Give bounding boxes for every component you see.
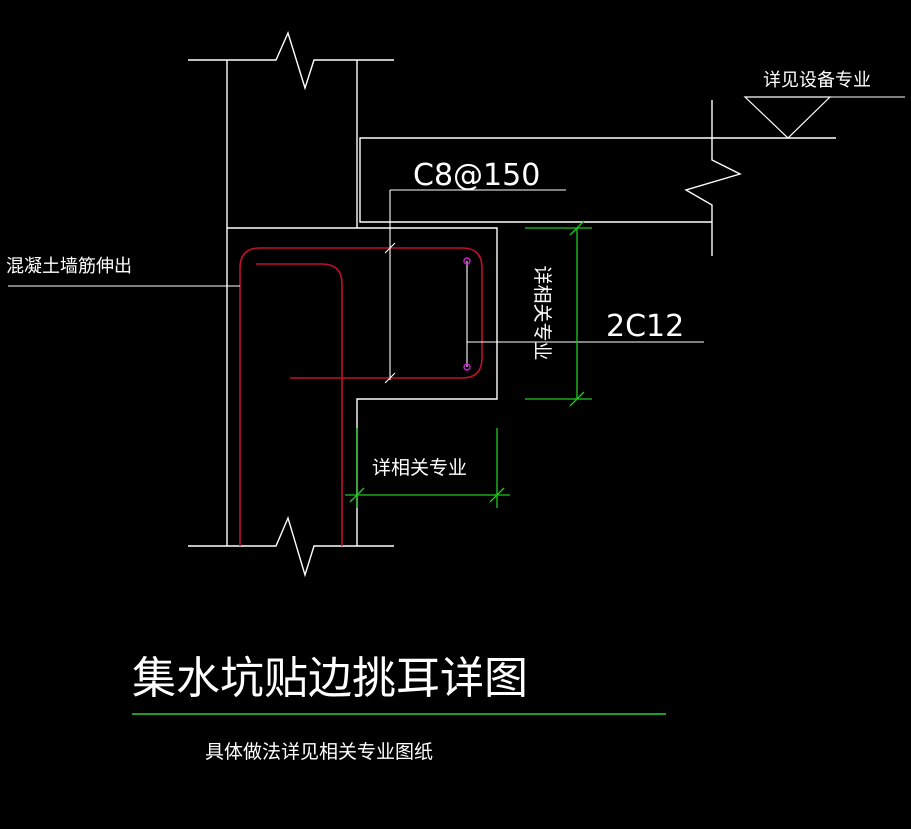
stirrup-label: C8@150 (413, 158, 540, 193)
slab-outline (359, 137, 836, 223)
height-dim-tick-top (569, 220, 585, 236)
annotations: 混凝土墙筋伸出 详见设备专业 C8@150 2C12 详相关专业 详相关专业 集… (6, 70, 871, 763)
equipment-label: 详见设备专业 (763, 70, 871, 91)
longitudinal-bar-top (463, 257, 471, 265)
leaders (8, 96, 905, 384)
longitudinal-bar-bottom (463, 363, 471, 371)
wall-top-break-line (188, 31, 394, 91)
stirrup-tick-bottom (384, 372, 396, 384)
concrete-outline (188, 31, 836, 578)
longitudinal-label: 2C12 (606, 309, 684, 344)
equipment-marker-icon (743, 96, 832, 139)
wall-bottom-break-line (188, 515, 394, 578)
reinforcement (239, 247, 483, 546)
height-dim-label: 详相关专业 (531, 265, 553, 360)
ledge-outline (227, 227, 498, 546)
slab-break-line (684, 100, 742, 256)
width-dim-tick-left (349, 487, 365, 503)
height-dim-tick-bottom (569, 391, 585, 407)
page-title: 集水坑贴边挑耳详图 (132, 653, 528, 704)
page-subtitle: 具体做法详见相关专业图纸 (205, 741, 433, 763)
wall-rebar-label: 混凝土墙筋伸出 (6, 256, 132, 277)
ledge-bottom-bar (256, 263, 343, 546)
dimensions (345, 220, 592, 508)
ledge-stirrup (239, 247, 483, 546)
width-dim-tick-right (489, 487, 505, 503)
width-dim-label: 详相关专业 (372, 457, 467, 479)
stirrup-tick-top (384, 242, 396, 254)
